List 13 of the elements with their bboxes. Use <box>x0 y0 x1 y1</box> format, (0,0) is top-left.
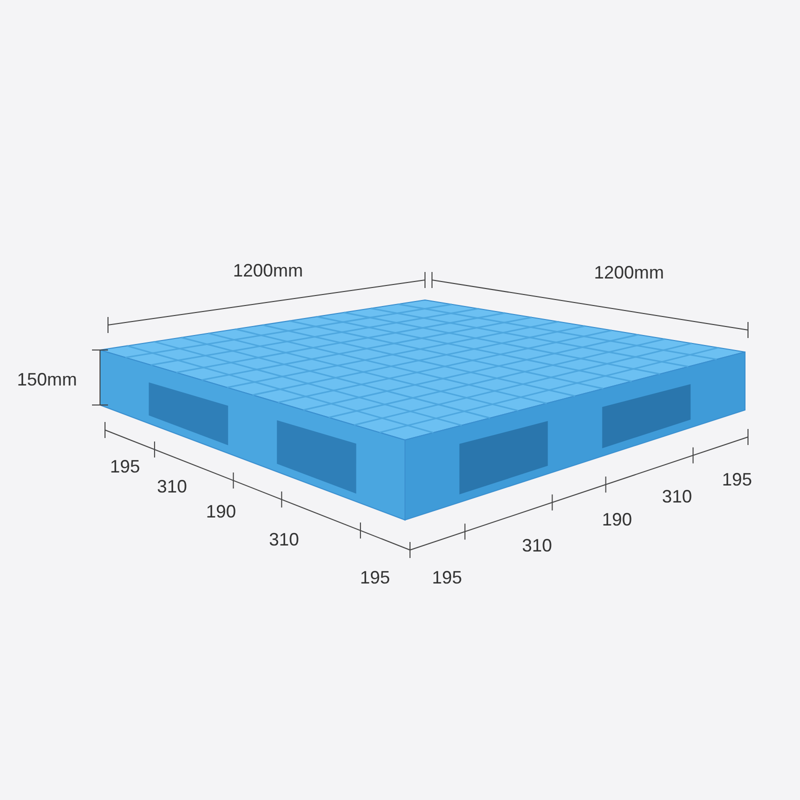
dimension-label: 310 <box>522 536 552 556</box>
dimension-label: 310 <box>156 476 188 498</box>
dimension-label: 195 <box>432 568 462 588</box>
dimension-label: 190 <box>602 510 632 530</box>
dimension-label: 190 <box>206 502 236 522</box>
dimension-label: 195 <box>722 470 752 490</box>
dimension-label: 150mm <box>16 370 78 390</box>
dimension-label: 195 <box>360 568 390 588</box>
dimension-label: 310 <box>662 486 692 508</box>
dimension-label: 1200mm <box>232 260 304 282</box>
dimension-label: 1200mm <box>594 262 664 284</box>
dimension-label: 310 <box>268 530 300 550</box>
dimension-label: 195 <box>110 456 140 478</box>
